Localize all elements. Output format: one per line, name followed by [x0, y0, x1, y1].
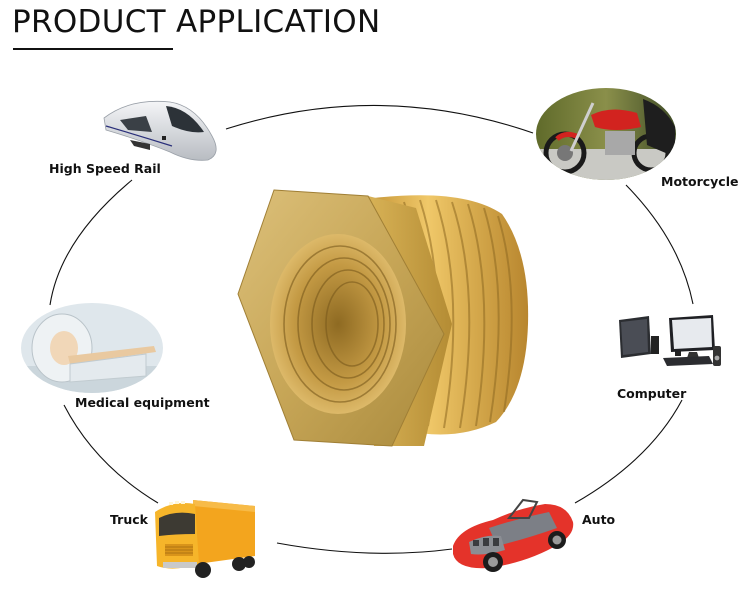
brass-hex-bushing-image	[237, 189, 529, 447]
car-icon	[453, 498, 574, 572]
title-underline	[13, 48, 173, 50]
application-label-truck: Truck	[110, 512, 148, 527]
page-title: PRODUCT APPLICATION	[12, 4, 381, 40]
high-speed-train-icon	[103, 101, 217, 161]
application-label-motorcycle: Motorcycle	[661, 174, 739, 189]
application-label-high-speed-rail: High Speed Rail	[49, 161, 161, 176]
application-label-computer: Computer	[617, 386, 687, 401]
desktop-computer-icon	[619, 315, 721, 366]
application-label-medical-equipment: Medical equipment	[75, 395, 210, 410]
motorcycle-icon	[536, 88, 676, 180]
truck-icon	[155, 500, 255, 578]
application-label-auto: Auto	[582, 512, 616, 527]
mri-scanner-icon	[21, 303, 163, 393]
